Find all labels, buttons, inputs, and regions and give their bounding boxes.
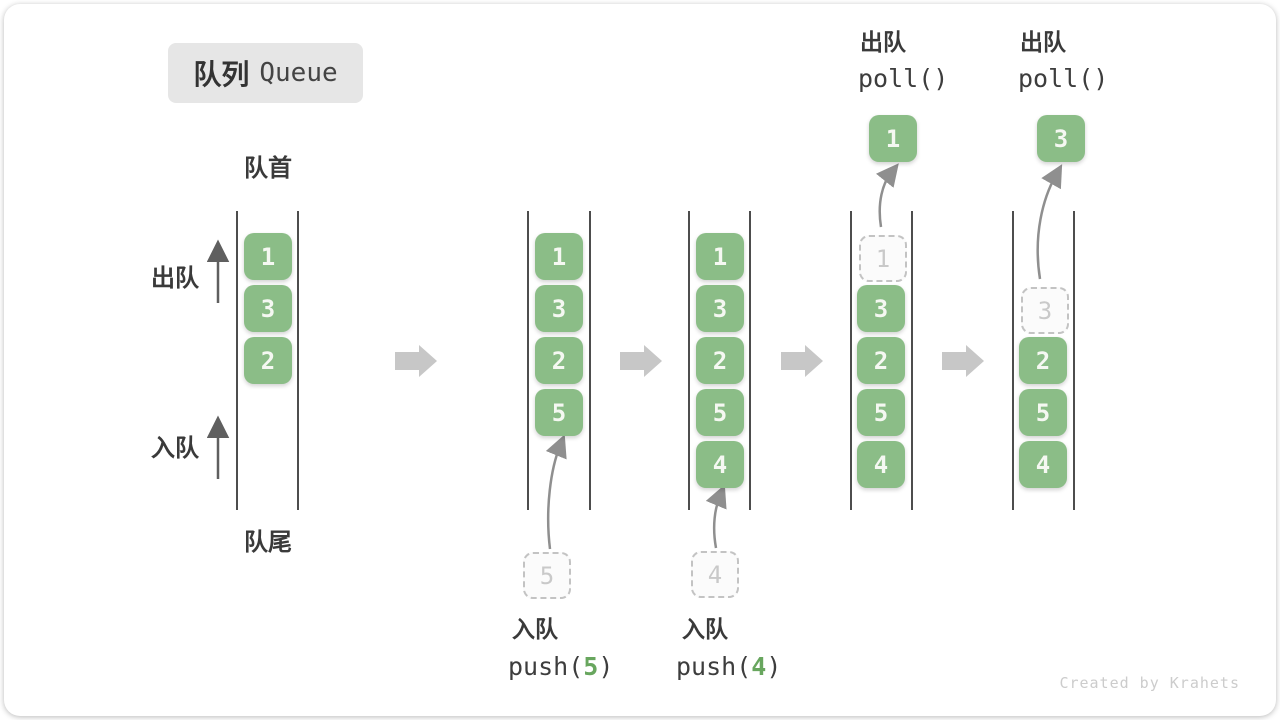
- queue-cell: 2: [696, 337, 744, 384]
- queue-cell: 2: [857, 337, 905, 384]
- queue-rail: [688, 211, 690, 510]
- watermark: Created by Krahets: [1059, 674, 1240, 692]
- poll-3-code: poll(): [1018, 64, 1109, 93]
- queue-rail: [1012, 211, 1014, 510]
- label-enqueue-left: 入队: [151, 435, 199, 462]
- queue-cell: 4: [857, 441, 905, 488]
- queue-rail: [911, 211, 913, 510]
- poll-1-label: 出队: [860, 29, 906, 55]
- queue-rail: [236, 211, 238, 510]
- queue-cell: 4: [1019, 441, 1067, 488]
- code-arg: 5: [583, 652, 599, 681]
- queue-rail: [749, 211, 751, 510]
- push-4-label: 入队: [682, 616, 728, 642]
- push-5-label: 入队: [512, 616, 558, 642]
- queue-cell: 2: [244, 337, 292, 384]
- queue-cell: 5: [696, 389, 744, 436]
- poll-3-label: 出队: [1020, 29, 1066, 55]
- queue-rail: [527, 211, 529, 510]
- code-text: ): [598, 652, 614, 681]
- title-badge: 队列 Queue: [168, 43, 363, 103]
- diagram-card: [4, 4, 1276, 716]
- title-en: Queue: [259, 58, 338, 88]
- label-queue-rear: 队尾: [244, 529, 292, 556]
- queue-rail: [1073, 211, 1075, 510]
- push-4-code: push(4): [676, 653, 781, 681]
- code-text: push(: [676, 652, 752, 681]
- queue-cell: 4: [696, 441, 744, 488]
- code-text: push(: [508, 652, 584, 681]
- queue-cell: 1: [696, 233, 744, 280]
- queue-cell: 1: [535, 233, 583, 280]
- queue-cell: 5: [535, 389, 583, 436]
- label-queue-front: 队首: [244, 155, 292, 182]
- queue-rail: [297, 211, 299, 510]
- polled-value-box: 1: [869, 115, 917, 162]
- poll-1-code: poll(): [858, 64, 949, 93]
- title-zh: 队列: [193, 59, 250, 90]
- queue-cell: 3: [857, 285, 905, 332]
- code-arg: 4: [751, 652, 767, 681]
- removed-value-slot: 1: [859, 235, 907, 282]
- incoming-value-box: 5: [523, 552, 571, 599]
- queue-cell: 1: [244, 233, 292, 280]
- queue-rail: [850, 211, 852, 510]
- queue-cell: 2: [1019, 337, 1067, 384]
- queue-rail: [589, 211, 591, 510]
- queue-cell: 2: [535, 337, 583, 384]
- incoming-value-box: 4: [691, 551, 739, 598]
- code-text: ): [766, 652, 782, 681]
- queue-cell: 3: [535, 285, 583, 332]
- queue-cell: 5: [857, 389, 905, 436]
- queue-cell: 3: [244, 285, 292, 332]
- push-5-code: push(5): [508, 653, 613, 681]
- removed-value-slot: 3: [1021, 287, 1069, 334]
- polled-value-box: 3: [1037, 115, 1085, 162]
- label-dequeue-left: 出队: [151, 265, 199, 292]
- queue-cell: 5: [1019, 389, 1067, 436]
- queue-cell: 3: [696, 285, 744, 332]
